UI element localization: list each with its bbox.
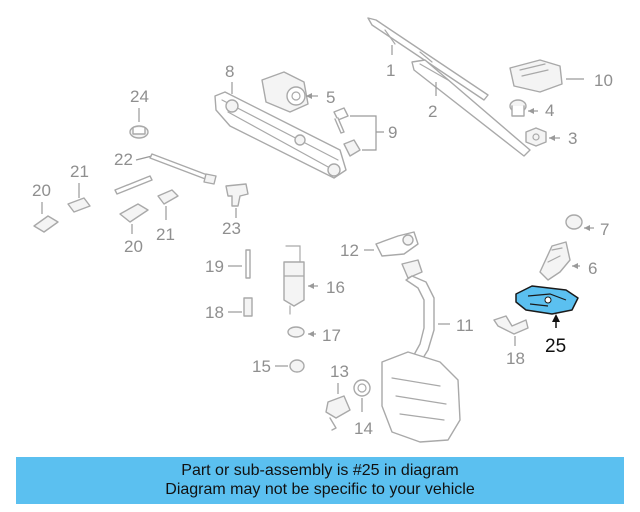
part-16-washer-pump: 16 — [283, 245, 345, 315]
part-15-seal: 15 — [252, 357, 305, 376]
part-4-cap: 4 — [509, 99, 554, 120]
part-11-filler-neck: 11 — [401, 259, 474, 367]
callout-15: 15 — [252, 357, 271, 376]
callout-25: 25 — [545, 336, 566, 357]
part-2-wiper-arm: 2 — [411, 59, 531, 157]
part-17-grommet: 17 — [287, 326, 341, 345]
callout-21-upper: 21 — [70, 162, 89, 181]
part-21-jet-lower: 21 — [156, 189, 179, 244]
callout-13: 13 — [330, 362, 349, 381]
part-20-nozzle-left: 20 — [32, 181, 59, 233]
callout-22: 22 — [114, 150, 133, 169]
part-12-filler-cap: 12 — [340, 231, 419, 260]
callout-19: 19 — [205, 257, 224, 276]
part-18-connector-left: 18 — [205, 297, 253, 322]
callout-16: 16 — [326, 278, 345, 297]
callout-18-left: 18 — [205, 303, 224, 322]
parts-diagram: 1 2 10 4 3 8 — [32, 17, 613, 443]
callout-6: 6 — [588, 259, 597, 278]
part-13-sensor: 13 — [325, 362, 351, 431]
part-22-washer-hose: 22 — [114, 150, 217, 195]
part-9-bolt-grommet: 9 — [333, 107, 397, 157]
part-18-elbow-right: 18 — [493, 315, 529, 368]
caption-line-1: Part or sub-assembly is #25 in diagram — [181, 462, 459, 479]
part-7-grommet: 7 — [565, 214, 609, 239]
callout-20-lower: 20 — [124, 237, 143, 256]
callout-17: 17 — [322, 326, 341, 345]
washer-reservoir — [381, 351, 461, 443]
callout-4: 4 — [545, 101, 554, 120]
part-23-t-connector: 23 — [222, 183, 249, 238]
callout-11: 11 — [456, 316, 474, 335]
callout-24: 24 — [130, 87, 149, 106]
part-24-grommet: 24 — [129, 87, 149, 139]
part-1-wiper-blade: 1 — [367, 17, 489, 101]
callout-20-left: 20 — [32, 181, 51, 200]
callout-2: 2 — [428, 102, 437, 121]
info-banner: Part or sub-assembly is #25 in diagram D… — [16, 457, 624, 504]
part-25-highlighted[interactable]: 25 — [515, 285, 579, 357]
callout-1: 1 — [386, 61, 395, 80]
part-6-bracket: 6 — [539, 241, 597, 281]
part-5-wiper-motor: 5 — [261, 71, 335, 113]
callout-23: 23 — [222, 219, 241, 238]
caption-line-2: Diagram may not be specific to your vehi… — [165, 481, 475, 498]
part-10-arm-cover: 10 — [509, 59, 613, 93]
callout-12: 12 — [340, 241, 359, 260]
callout-8: 8 — [225, 62, 234, 81]
callout-5: 5 — [326, 88, 335, 107]
part-20-nozzle-lower: 20 — [119, 203, 149, 256]
part-14-grommet: 14 — [353, 379, 373, 438]
callout-9: 9 — [388, 123, 397, 142]
callout-3: 3 — [568, 129, 577, 148]
part-8-wiper-linkage: 8 — [214, 62, 347, 179]
part-19-hose: 19 — [205, 249, 251, 279]
callout-7: 7 — [600, 220, 609, 239]
part-3-nut: 3 — [525, 127, 577, 148]
callout-18-right: 18 — [506, 349, 525, 368]
part-21-jet-upper: 21 — [67, 162, 91, 213]
callout-21-lower: 21 — [156, 225, 175, 244]
callout-14: 14 — [354, 419, 373, 438]
callout-10: 10 — [594, 71, 613, 90]
